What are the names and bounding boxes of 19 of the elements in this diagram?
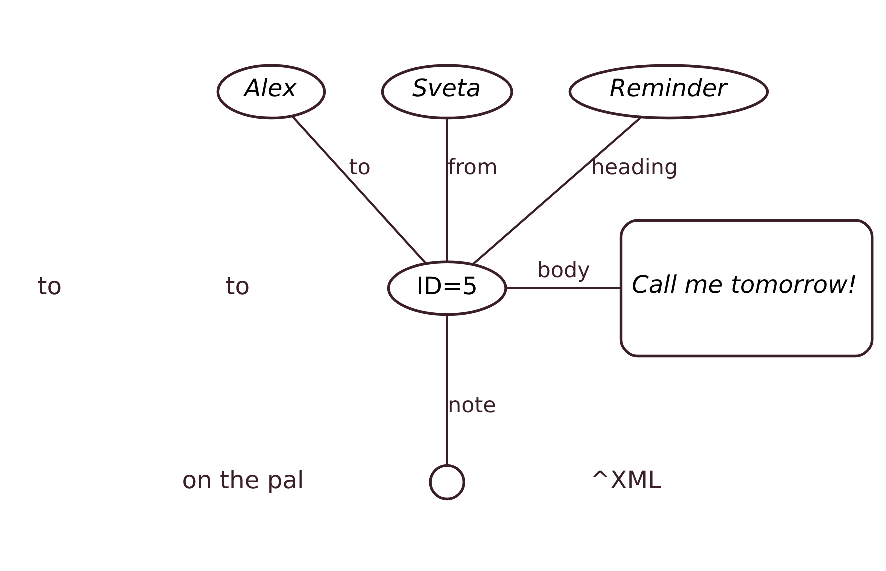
node-box: Call me tomorrow! (620, 218, 874, 358)
connector (292, 115, 427, 264)
connector (506, 286, 621, 289)
node-circle (429, 464, 466, 500)
label: ^XML (590, 466, 662, 494)
edge-label: heading (591, 155, 678, 180)
node-ellipse: Reminder (568, 64, 770, 120)
edge-label: body (537, 258, 590, 283)
connector (446, 118, 448, 262)
node-ellipse: Sveta (381, 64, 514, 120)
edge-label: note (448, 392, 496, 418)
label: to (226, 272, 250, 300)
connector (446, 314, 448, 466)
label: to (38, 272, 62, 300)
edge-label: to (349, 155, 371, 180)
node-ellipse: Alex (216, 64, 326, 120)
label: on the pal (182, 466, 304, 494)
connector (472, 116, 642, 265)
node-ellipse: ID=5 (387, 260, 508, 316)
